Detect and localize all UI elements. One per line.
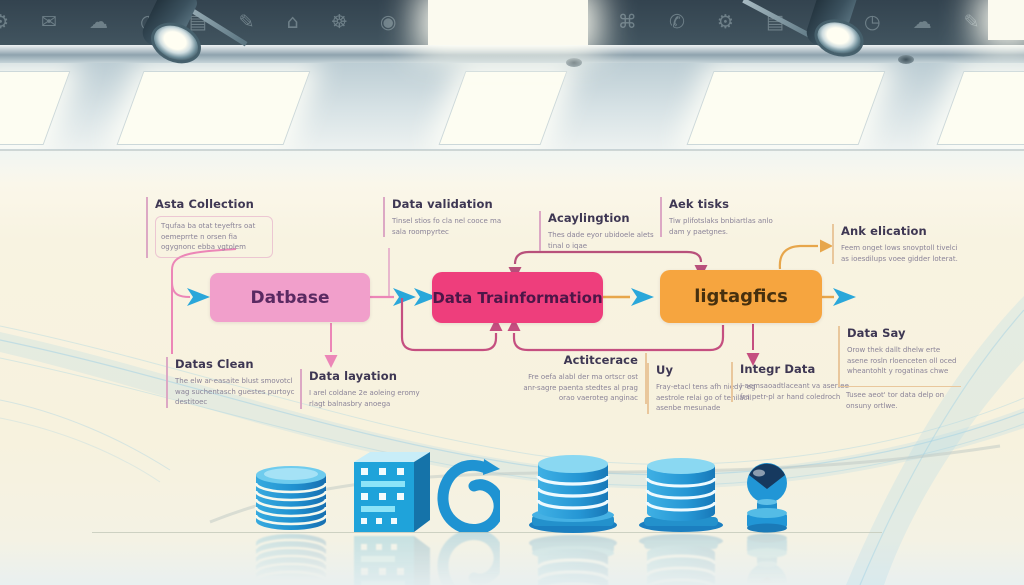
annotation-uy: Uy Fray-etacl tens afh niedy 'eg aestrol… <box>647 363 772 414</box>
database-disc-stack-icon <box>253 464 329 585</box>
curve-to-ank-elication <box>778 244 818 270</box>
annotation-data-say: Data Say Orow thek dallt dhelw erte asen… <box>838 326 961 387</box>
ceiling-edge-line <box>0 149 1024 151</box>
annotation-ank-elication: Ank elication Feem onget lows snovptoll … <box>832 224 965 264</box>
cyan-arrowhead <box>393 288 416 306</box>
annotation-datas-clean: Datas Clean The elw ar-easaite blust smo… <box>166 357 303 408</box>
loop-b <box>512 325 725 352</box>
ceiling-top-light-panel <box>428 0 588 45</box>
annotation-body: Tiw plifotslaks bnbiartlas anlo dam y pa… <box>669 217 773 236</box>
cyan-arrowhead <box>631 288 654 306</box>
annotation-body: Tqufaa ba otat teyeftrs oat oemeprrte n … <box>155 216 273 258</box>
ceiling-top-light-panel-right <box>988 0 1024 40</box>
database-cylinder-icon <box>638 454 724 585</box>
annotation-data-layation: Data layation I arel coldane 2e aoleing … <box>300 369 427 409</box>
annotation-asta-collection: Asta Collection Tqufaa ba otat teyeftrs … <box>146 197 273 258</box>
cyan-arrowhead <box>187 288 210 306</box>
annotation-body: Tusee aeot' tor data delp on onsuny ortl… <box>846 391 945 410</box>
ceiling-plane <box>0 63 1024 150</box>
globe-pedestal-icon-reflection <box>738 533 796 585</box>
annotation-acaylingtion: Acaylingtion Thes dade eyor ubidoele ale… <box>539 211 666 251</box>
annotation-data-say-footer: Tusee aeot' tor data delp on onsuny ortl… <box>846 390 952 411</box>
ceiling-glow <box>0 151 1024 185</box>
cyan-arrowhead <box>833 288 856 306</box>
annotation-body: I arel coldane 2e aoleing eromy rlagt ba… <box>309 389 420 408</box>
annotation-body: Orow thek dallt dhelw erte asene rosln r… <box>847 346 957 375</box>
line-asta-to-clean <box>171 248 237 354</box>
line-asta-branch <box>171 281 191 298</box>
server-building-icon-reflection <box>348 534 434 585</box>
annotation-aek-tisks: Aek tisks Tiw plifotslaks bnbiartlas anl… <box>660 197 781 237</box>
annotation-title: Ank elication <box>841 224 927 238</box>
server-building-icon <box>348 446 434 585</box>
annotation-title: Aek tisks <box>669 197 730 211</box>
annotation-body: Feem onget lows snovptoll tivelci as ioe… <box>841 244 958 263</box>
annotation-title: Data validation <box>392 197 493 211</box>
top-loop <box>513 250 703 265</box>
database-cylinder-icon-reflection <box>638 533 724 585</box>
database-cylinder-large-icon-reflection <box>528 534 618 585</box>
annotation-title: Asta Collection <box>155 197 254 211</box>
annotation-body: Tinsel stios fo cla nel cooce ma sala ro… <box>392 217 502 236</box>
annotation-actitcerace: Actitcerace Fre oefa alabl der ma ortscr… <box>518 353 647 404</box>
annotation-body: Thes dade eyor ubidoele alets tinal o iq… <box>548 231 654 250</box>
annotation-title: Data layation <box>309 369 397 383</box>
database-cylinder-large-icon <box>528 450 618 585</box>
annotation-body: The elw ar-easaite blust smovotcl wag su… <box>175 377 295 406</box>
arrowhead-down <box>324 355 338 368</box>
ceiling-sensor-dot <box>566 58 582 67</box>
ceiling-sensor-dot <box>898 55 914 64</box>
annotation-data-validation: Data validation Tinsel stios fo cla nel … <box>383 197 512 237</box>
sync-swirl-icon <box>436 456 500 585</box>
flow-node-database: Datbase <box>210 273 370 322</box>
annotation-title: Actitcerace <box>563 353 638 367</box>
globe-pedestal-icon <box>738 462 796 585</box>
annotation-body: I-aemsaoadtlaceant va asertee fra petr-p… <box>740 382 849 401</box>
annotation-title: Acaylingtion <box>548 211 630 225</box>
flow-node-analytics: ligtagfics <box>660 270 822 323</box>
flow-node-transformation: Data Trainformation <box>432 272 603 323</box>
loop-a <box>400 298 498 352</box>
floor-line <box>92 532 882 533</box>
annotation-integr-data: Integr Data I-aemsaoadtlaceant va aserte… <box>731 362 852 402</box>
annotation-title: Data Say <box>847 326 906 340</box>
sync-swirl-icon-reflection <box>436 532 500 585</box>
annotation-body: Fray-etacl tens afh niedy 'eg aestrole r… <box>656 383 756 412</box>
annotation-body: Fre oefa alabl der ma ortscr ost anr-sag… <box>523 373 638 402</box>
ceiling-rail <box>0 45 1024 63</box>
annotation-title: Datas Clean <box>175 357 254 371</box>
annotation-title: Uy <box>656 363 674 377</box>
annotation-title: Integr Data <box>740 362 816 376</box>
